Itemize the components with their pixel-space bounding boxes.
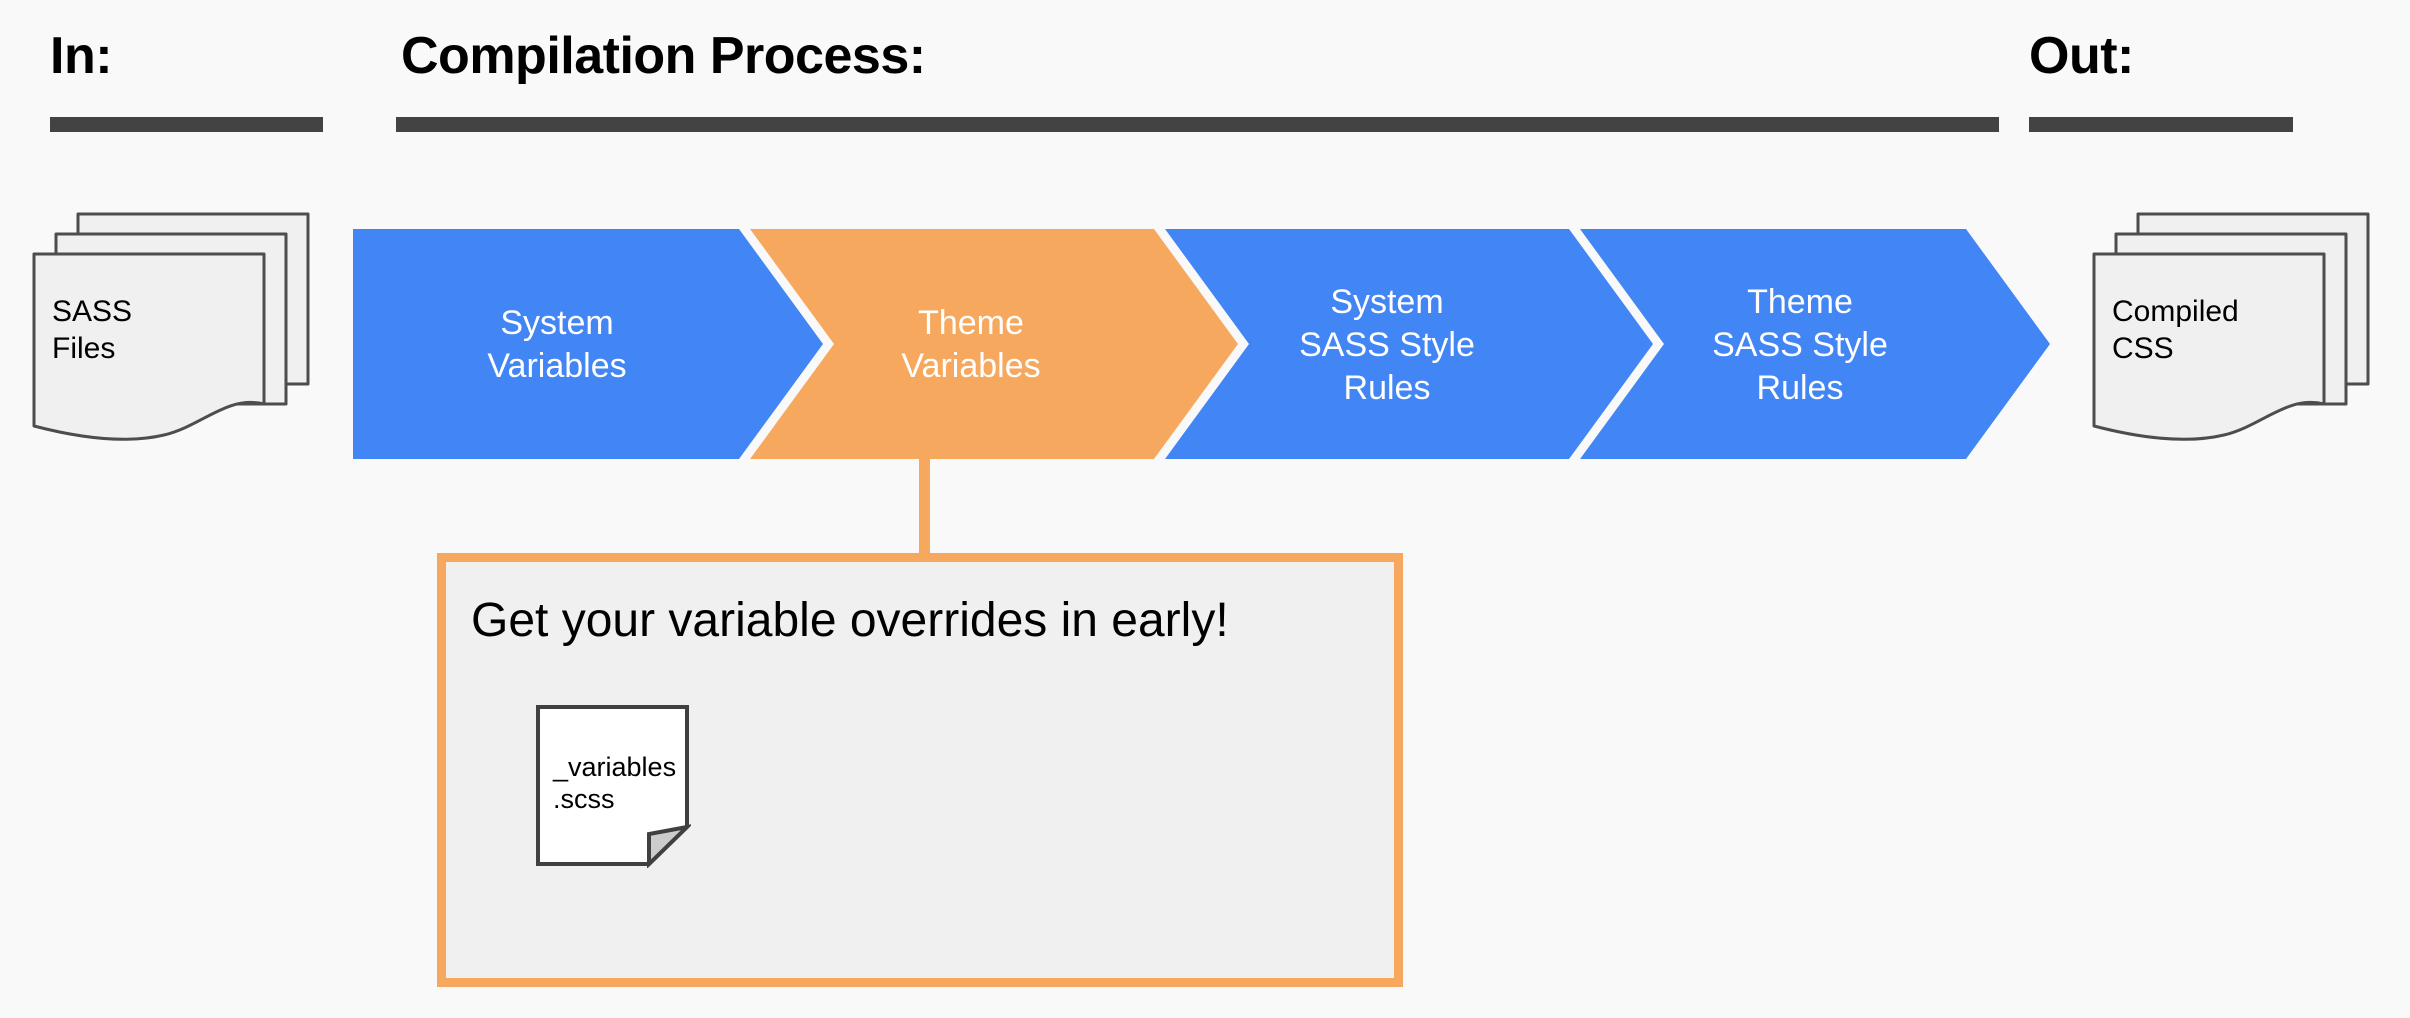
- heading-rule-in: [50, 117, 323, 132]
- heading-compilation-process: Compilation Process:: [401, 27, 926, 85]
- heading-out: Out:: [2029, 27, 2134, 85]
- multi-document-icon: [32, 212, 310, 441]
- chevron-system-sass-style-rules[interactable]: [1165, 229, 1653, 459]
- heading-in: In:: [50, 27, 113, 85]
- multi-document-icon: [2092, 212, 2370, 441]
- callout-connector-line: [919, 459, 930, 561]
- callout-title: Get your variable overrides in early!: [471, 594, 1229, 647]
- compilation-pipeline: System Variables Theme Variables System …: [330, 220, 2070, 470]
- variables-scss-document: _variables .scss: [534, 703, 691, 868]
- variables-scss-label: _variables .scss: [553, 752, 677, 815]
- document-folded-corner-icon: [536, 705, 691, 868]
- callout-box: Get your variable overrides in early! _v…: [437, 553, 1403, 987]
- heading-rule-out: [2029, 117, 2293, 132]
- sass-files-label: SASS Files: [52, 295, 133, 365]
- compiled-css-document-stack: Compiled CSS: [2082, 210, 2372, 450]
- heading-rule-process: [396, 117, 1999, 132]
- chevron-system-variables[interactable]: [353, 229, 823, 459]
- chevron-theme-variables[interactable]: [750, 229, 1238, 459]
- sass-files-document-stack: SASS Files: [22, 210, 312, 450]
- chevron-theme-sass-style-rules[interactable]: [1580, 229, 2050, 459]
- compiled-css-label: Compiled CSS: [2112, 295, 2239, 365]
